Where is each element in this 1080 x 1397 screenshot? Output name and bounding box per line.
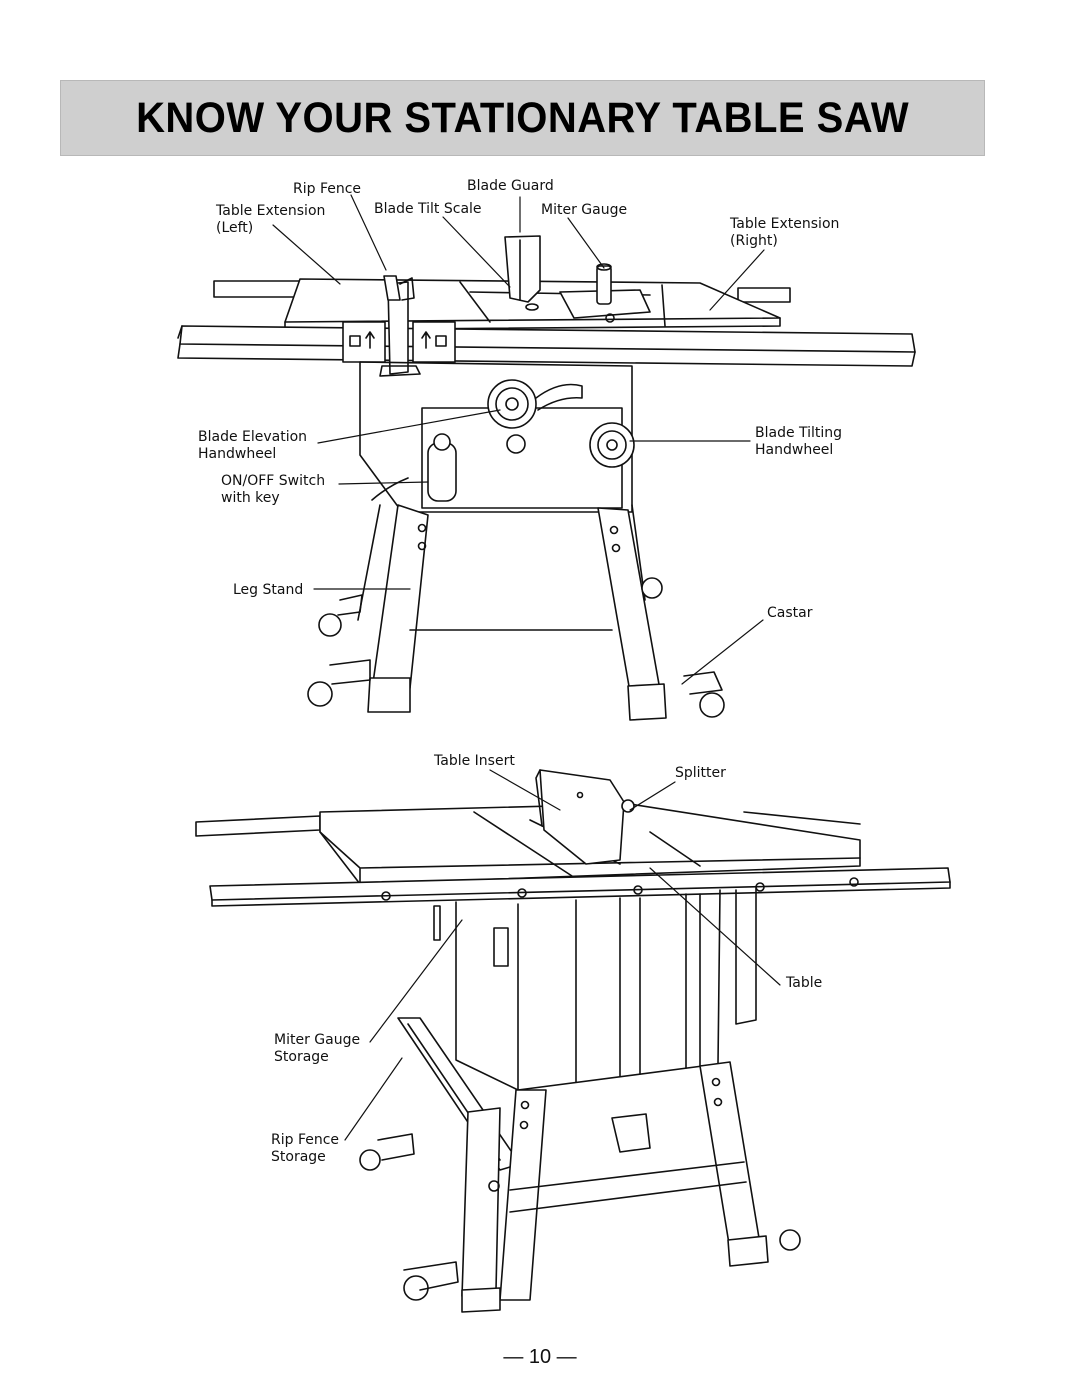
label-table: Table bbox=[786, 975, 823, 991]
rear-view-saw-drawing bbox=[195, 769, 951, 1313]
label-rip-fence-storage-sub: Storage bbox=[271, 1149, 326, 1165]
label-table-extension-left-sub: (Left) bbox=[216, 220, 254, 236]
label-blade-guard: Blade Guard bbox=[467, 178, 554, 194]
label-on-off-switch: ON/OFF Switch bbox=[221, 473, 326, 489]
label-miter-gauge-storage-sub: Storage bbox=[274, 1049, 329, 1065]
label-castar: Castar bbox=[767, 605, 813, 621]
page-number: — 10 — bbox=[503, 1346, 577, 1368]
page-title: KNOW YOUR STATIONARY TABLE SAW bbox=[135, 93, 910, 142]
label-table-extension-left: Table Extension bbox=[216, 203, 326, 219]
label-leg-stand: Leg Stand bbox=[233, 582, 304, 598]
label-rip-fence-storage: Rip Fence bbox=[271, 1132, 340, 1148]
top-leader-lines bbox=[272, 194, 765, 685]
label-blade-tilt-scale: Blade Tilt Scale bbox=[374, 201, 482, 217]
label-table-extension-right: Table Extension bbox=[730, 216, 840, 232]
label-blade-elevation: Blade Elevation bbox=[198, 429, 308, 445]
title-banner: KNOW YOUR STATIONARY TABLE SAW bbox=[60, 80, 985, 156]
label-table-extension-right-sub: (Right) bbox=[730, 233, 778, 249]
front-view-saw-drawing bbox=[177, 235, 916, 721]
label-miter-gauge-storage: Miter Gauge bbox=[274, 1032, 361, 1048]
bottom-leader-lines bbox=[344, 769, 781, 1141]
label-on-off-switch-sub: with key bbox=[221, 490, 280, 506]
label-splitter: Splitter bbox=[675, 765, 726, 781]
label-miter-gauge: Miter Gauge bbox=[541, 202, 628, 218]
label-blade-elevation-sub: Handwheel bbox=[198, 446, 277, 462]
label-blade-tilting: Blade Tilting bbox=[755, 425, 843, 441]
label-rip-fence: Rip Fence bbox=[293, 181, 362, 197]
label-blade-tilting-sub: Handwheel bbox=[755, 442, 834, 458]
label-table-insert: Table Insert bbox=[434, 753, 515, 769]
